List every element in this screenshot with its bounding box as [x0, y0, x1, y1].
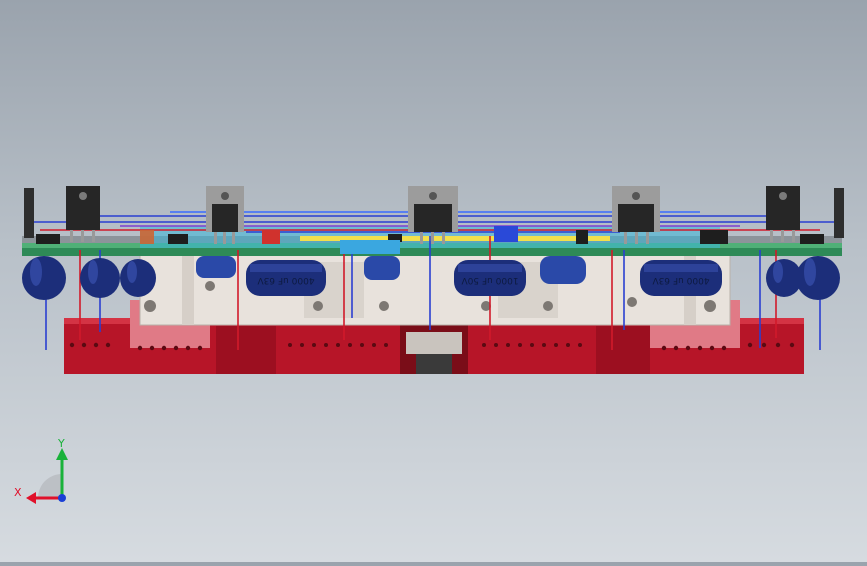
capacitor-horizontal-c: 4000 uF 63V: [640, 260, 722, 296]
capacitor-round-1: [22, 256, 66, 300]
chassis-hole-row: [69, 342, 795, 351]
edge-bracket-right: [834, 188, 844, 238]
capacitor-small-2: [364, 256, 400, 280]
transistor-1: [66, 186, 100, 242]
capacitor-round-3: [120, 259, 156, 297]
edge-bracket-left: [24, 188, 34, 238]
power-transistors: [24, 186, 844, 244]
capacitor-horizontal-a: 4000 uF 63V: [246, 260, 326, 296]
transistor-4: [612, 186, 660, 244]
y-axis-label: Y: [57, 437, 65, 450]
transistor-5: [766, 186, 800, 242]
transistor-2: [206, 186, 244, 244]
capacitor-a-label: 4000 uF 63V: [257, 275, 315, 285]
capacitor-b-label: 1000 uF 50V: [461, 275, 519, 285]
axis-triad[interactable]: Y X: [14, 437, 68, 504]
transistor-3: [408, 186, 458, 244]
capacitor-small-1: [196, 256, 236, 278]
capacitor-round-4: [766, 259, 802, 297]
capacitor-c-label: 4000 uF 63V: [652, 275, 710, 285]
capacitor-horizontal-b: 1000 uF 50V: [454, 260, 526, 296]
chassis-mount-right: [596, 326, 650, 374]
chassis-mount-left: [216, 326, 276, 374]
pcb-bus-yellow: [300, 236, 610, 241]
pcb-edge: [22, 248, 842, 256]
z-axis-origin: [58, 494, 66, 502]
capacitor-round-2: [80, 258, 120, 298]
smd-components: [36, 226, 824, 254]
x-axis-label: X: [14, 486, 22, 499]
capacitor-small-3: [540, 256, 586, 284]
capacitor-round-5: [796, 256, 840, 300]
electrolytic-capacitors: 4000 uF 63V 1000 uF 50V 4000 uF 63V: [22, 256, 840, 300]
